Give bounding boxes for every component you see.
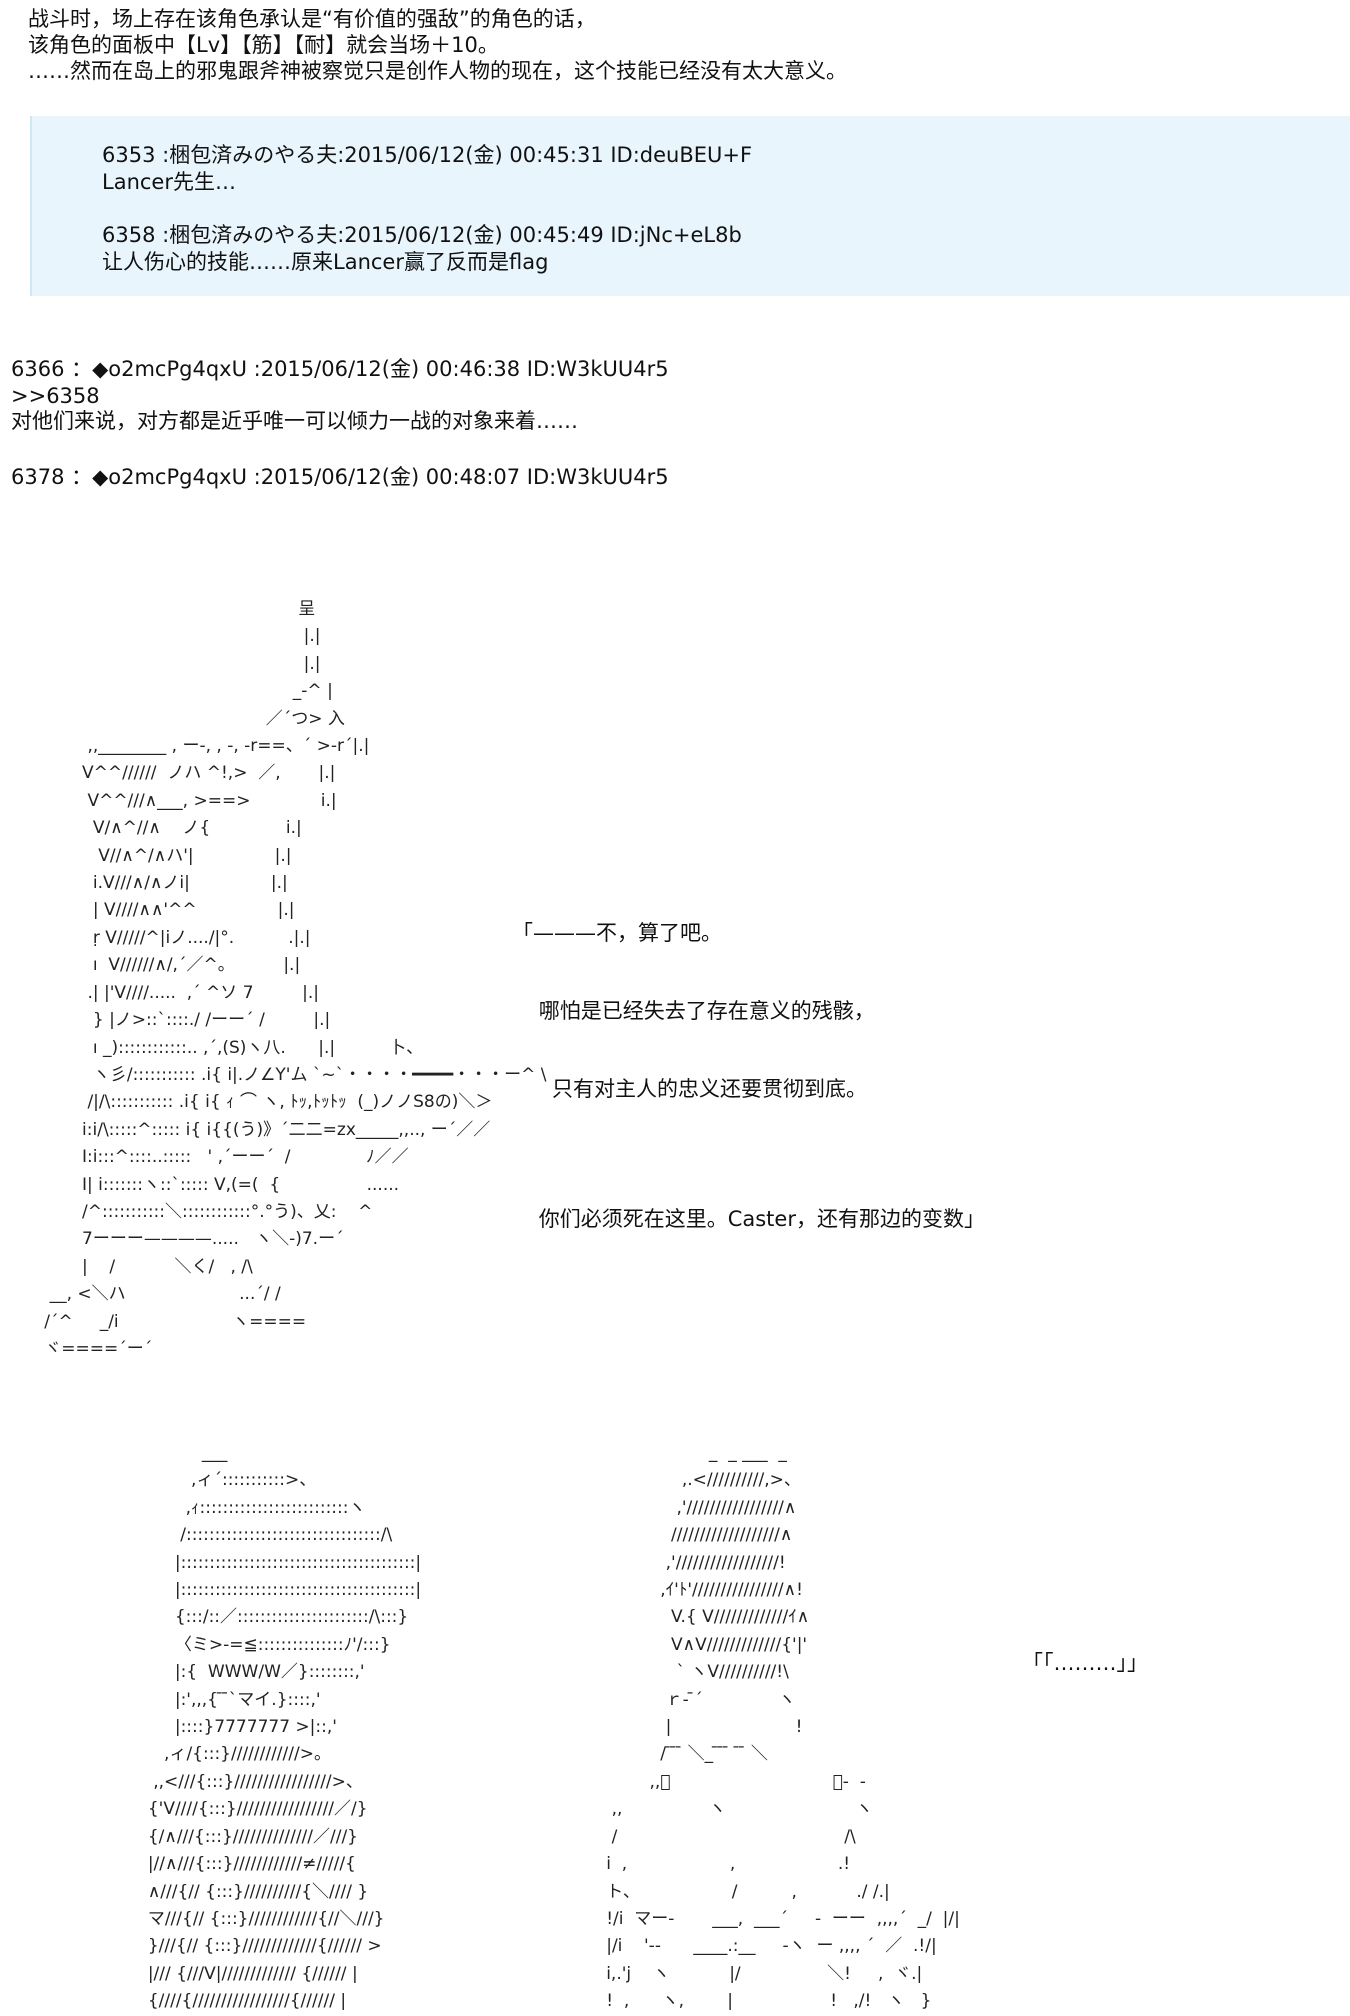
quoted-post-body: Lancer先生… <box>102 170 236 194</box>
speech-line: 只有对主人的忠义还要贯彻到底。 <box>512 1077 868 1101</box>
speech-line: 你们必须死在这里。Caster，还有那边的变数」 <box>512 1207 985 1231</box>
speech-line: 「———不，算了吧。 <box>512 921 722 945</box>
quoted-post-header: 6358 :梱包済みのやる夫:2015/06/12(金) 00:45:49 ID… <box>102 223 742 247</box>
speech-bubble-silence: 「「………」」 <box>1022 1651 1148 1675</box>
intro-line-2: 该角色的面板中【Lv】【筋】【耐】就会当场＋10。 <box>28 33 499 57</box>
quoted-post-header: 6353 :梱包済みのやる夫:2015/06/12(金) 00:45:31 ID… <box>102 143 753 167</box>
ascii-art-spear-figure: 呈 |.| |.| _-^ | <box>44 599 547 1359</box>
intro-line-3: ……然而在岛上的邪鬼跟斧神被察觉只是创作人物的现在，这个技能已经没有太大意义。 <box>28 59 847 83</box>
intro-line-1: 战斗时，场上存在该角色承认是“有价值的强敌”的角色的话， <box>28 7 596 31</box>
quoted-post-body: 让人伤心的技能……原来Lancer赢了反而是flag <box>102 250 549 274</box>
speech-line: 哪怕是已经失去了存在意义的残骸， <box>512 999 875 1023</box>
ascii-art-left-figure: ___ ,ィ´:::::::::::>、 ,ｨ:::::::::::::::::… <box>147 1443 422 2012</box>
ascii-art-right-figure: _ _ ___ _ ,.<//////////,>、 ,'///////////… <box>606 1443 960 2012</box>
reply-link[interactable]: >>6358 <box>11 384 100 408</box>
quoted-posts-box: 6353 :梱包済みのやる夫:2015/06/12(金) 00:45:31 ID… <box>30 116 1350 296</box>
post-header: 6366 ：◆o2mcPg4qxU :2015/06/12(金) 00:46:3… <box>11 357 669 381</box>
speech-bubble: 「———不，算了吧。 哪怕是已经失去了存在意义的残骸， 只有对主人的忠义还要贯彻… <box>512 868 985 1258</box>
post-body: 对他们来说，对方都是近乎唯一可以倾力一战的对象来着…… <box>11 409 578 433</box>
post-header: 6378 ：◆o2mcPg4qxU :2015/06/12(金) 00:48:0… <box>11 465 669 489</box>
